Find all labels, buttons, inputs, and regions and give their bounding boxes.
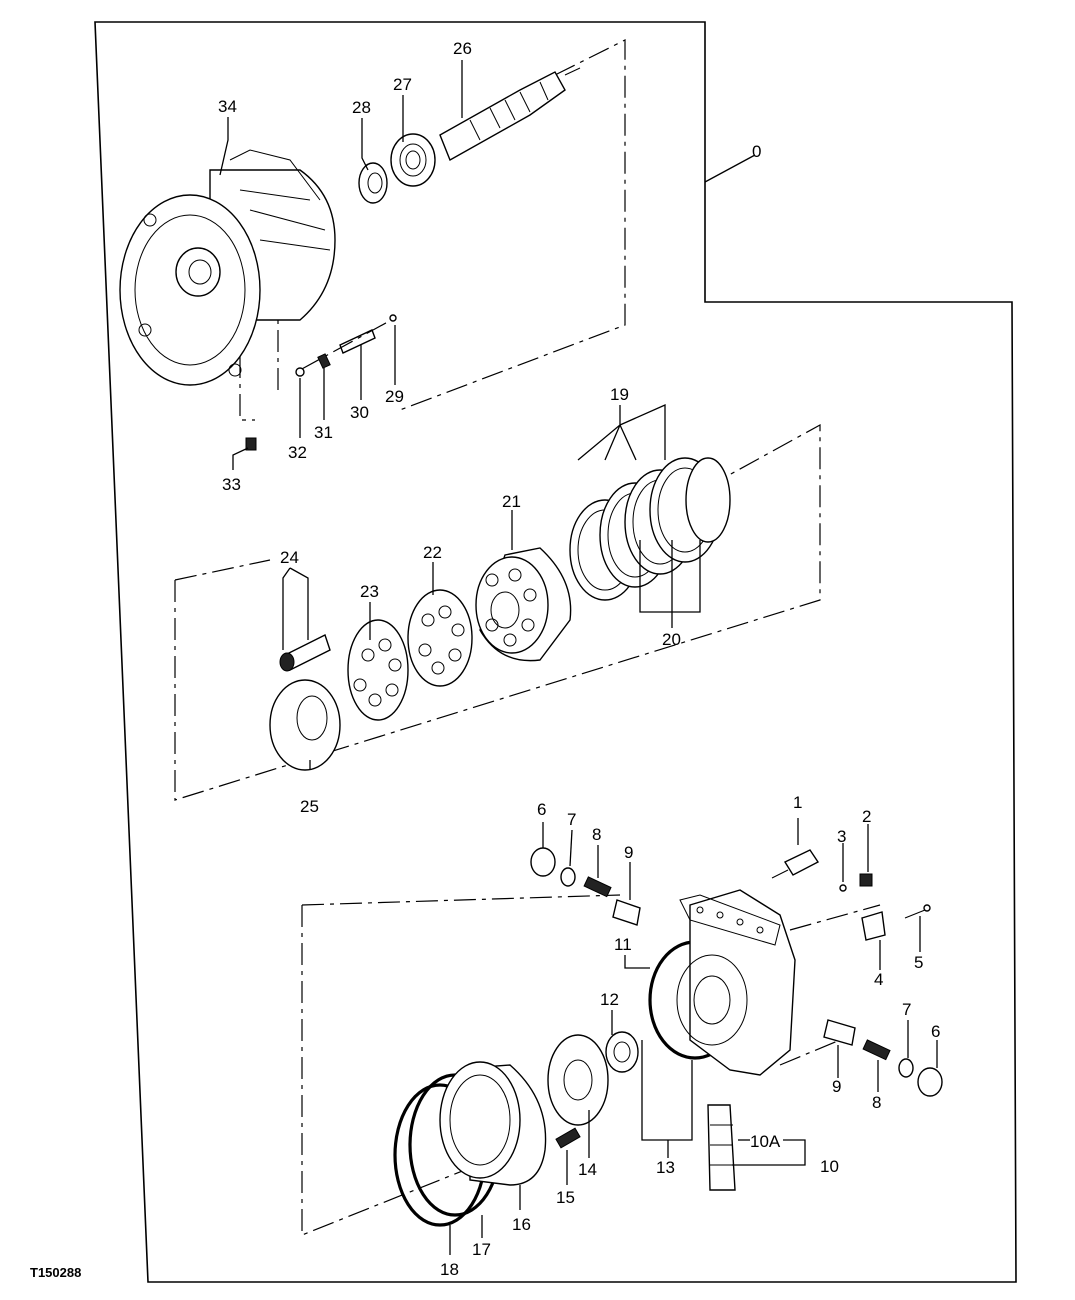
callout-4: 4 [874,970,883,989]
o-ring-7-left [560,867,576,887]
callout-32: 32 [288,443,307,462]
plug-2 [859,873,873,887]
pin-axis-line [299,317,396,371]
shaft-26 [439,67,581,162]
callout-0: 0 [752,142,761,161]
callout-22: 22 [423,543,442,562]
group-end-cover [301,847,943,1236]
callout-6-left: 6 [537,800,546,819]
callout-24: 24 [280,548,299,567]
callout-3: 3 [837,827,846,846]
callout-27: 27 [393,75,412,94]
callout-7-right: 7 [902,1000,911,1019]
callout-9-right: 9 [832,1077,841,1096]
callout-8-left: 8 [592,825,601,844]
callout-9-left: 9 [624,843,633,862]
callout-7-left: 7 [567,810,576,829]
callout-30: 30 [350,403,369,422]
callout-26: 26 [453,39,472,58]
callout-19: 19 [610,385,629,404]
spool-9-left [612,899,641,926]
plug-6-left [530,847,556,877]
callout-20: 20 [662,630,681,649]
callout-14: 14 [578,1160,597,1179]
plug-6-right [917,1067,943,1097]
callout-10: 10 [820,1157,839,1176]
callout-25: 25 [300,797,319,816]
callout-13: 13 [656,1158,675,1177]
swash-plate-25 [269,679,341,771]
callout-31: 31 [314,423,333,442]
callout-21: 21 [502,492,521,511]
callout-8-right: 8 [872,1093,881,1112]
pin-29 [389,314,397,322]
cylinder-block-21 [475,547,572,662]
screw-5 [904,904,931,919]
callout-23: 23 [360,582,379,601]
callout-1: 1 [793,793,802,812]
filter-4 [861,911,886,941]
relief-valve-1 [771,849,820,879]
ball-32 [295,367,305,377]
spring-31 [317,353,331,369]
callout-5: 5 [914,953,923,972]
spring-8-right [862,1039,891,1061]
callout-10a: 10A [750,1132,781,1151]
o-ring-7-right [898,1058,914,1078]
callout-29: 29 [385,387,404,406]
group-frame-end-cover [301,894,881,1236]
brake-piston-16 [439,1061,547,1186]
leader-lines [219,60,938,1255]
spool-9-right [823,1019,856,1046]
plug-33 [245,437,257,451]
diagram-outline [94,21,1017,1283]
group-frame-rotating [174,423,821,801]
housing-34 [119,149,336,386]
callout-18: 18 [440,1260,459,1279]
callout-34: 34 [218,97,237,116]
bearing-27 [390,133,436,187]
callout-6-right: 6 [931,1022,940,1041]
valve-plate-14 [547,1034,609,1126]
seal-28 [358,162,388,204]
friction-plates-19-20 [569,457,731,601]
sensor-10 [707,1104,736,1191]
callout-11: 11 [614,935,632,954]
piston-24 [279,634,331,672]
end-cover [676,889,796,1076]
callout-17: 17 [472,1240,491,1259]
group-rotating [174,423,821,801]
callout-labels: 0 1 2 3 4 5 6 6 7 7 8 8 9 9 10 10A 11 12… [218,39,940,1279]
callout-12: 12 [600,990,619,1009]
callout-33: 33 [222,475,241,494]
callout-15: 15 [556,1188,575,1207]
spring-15 [555,1127,581,1149]
callout-16: 16 [512,1215,531,1234]
spring-8-left [583,876,612,898]
group-housing-shaft [119,39,626,451]
figure-id: T150288 [30,1265,81,1280]
retainer-plate-23 [347,619,409,721]
ball-3 [839,884,847,892]
valve-plate-22 [407,589,473,687]
callout-2: 2 [862,807,871,826]
pin-30 [339,329,376,354]
bearing-12 [605,1031,639,1073]
callout-28: 28 [352,98,371,117]
